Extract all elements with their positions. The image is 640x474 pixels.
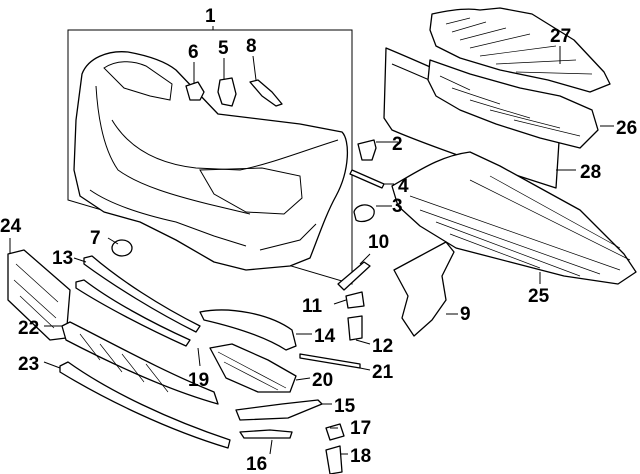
callout-27: 27 bbox=[550, 26, 571, 47]
part-14-trim bbox=[199, 309, 297, 351]
callout-16: 16 bbox=[246, 454, 267, 474]
part-28-absorber bbox=[383, 47, 561, 189]
part-27-upper-support bbox=[429, 7, 611, 93]
callout-9: 9 bbox=[460, 304, 471, 325]
part-26-lower-support bbox=[427, 59, 599, 149]
callout-21: 21 bbox=[372, 362, 394, 383]
leader-lines bbox=[9, 26, 614, 455]
callout-14: 14 bbox=[314, 326, 336, 347]
part-6-clip bbox=[185, 81, 205, 101]
callout-2: 2 bbox=[392, 134, 403, 155]
part-17-nut bbox=[325, 423, 345, 441]
part-16-strip bbox=[239, 429, 293, 439]
part-15-trim bbox=[235, 399, 323, 421]
callout-28: 28 bbox=[580, 162, 601, 183]
part-11-nut bbox=[345, 291, 365, 309]
callout-17: 17 bbox=[350, 418, 371, 439]
callout-22: 22 bbox=[18, 318, 39, 339]
part-3-nut bbox=[353, 204, 375, 223]
part-8-trim bbox=[249, 79, 283, 107]
part-2-screw bbox=[357, 139, 377, 161]
callout-24: 24 bbox=[0, 216, 22, 237]
bumper-cover bbox=[73, 51, 349, 271]
part-20-fog-housing bbox=[209, 343, 297, 393]
bumper-cover-group bbox=[67, 29, 353, 285]
part-7-sensor bbox=[111, 239, 133, 257]
part-23-spoiler bbox=[59, 361, 231, 449]
callout-7: 7 bbox=[90, 228, 101, 249]
part-4-rod bbox=[349, 169, 385, 189]
callout-13: 13 bbox=[52, 248, 73, 269]
part-13-trim bbox=[83, 255, 201, 333]
part-21-strip bbox=[299, 353, 361, 369]
callout-3: 3 bbox=[392, 196, 403, 217]
callout-10: 10 bbox=[368, 232, 389, 253]
callout-23: 23 bbox=[18, 354, 39, 375]
callout-18: 18 bbox=[350, 446, 371, 467]
callout-19: 19 bbox=[188, 370, 209, 391]
callout-25: 25 bbox=[528, 286, 550, 307]
part-12-bolt bbox=[347, 315, 363, 341]
part-5-bracket bbox=[217, 77, 237, 107]
part-22-grille bbox=[61, 321, 219, 405]
part-18-bolt bbox=[325, 445, 343, 474]
part-25-undertray bbox=[391, 151, 637, 285]
callout-11: 11 bbox=[302, 296, 323, 317]
part-10-strip bbox=[337, 261, 371, 291]
fasteners bbox=[325, 139, 385, 474]
callout-15: 15 bbox=[334, 396, 356, 417]
callout-12: 12 bbox=[372, 336, 393, 357]
callout-5: 5 bbox=[218, 38, 229, 59]
callout-20: 20 bbox=[312, 370, 333, 391]
callout-1: 1 bbox=[205, 6, 216, 27]
callout-6: 6 bbox=[188, 42, 199, 63]
callout-4: 4 bbox=[398, 176, 409, 197]
group-frame bbox=[67, 29, 353, 285]
callout-labels: 1 2 3 4 5 6 7 8 9 10 11 12 13 14 15 16 1… bbox=[0, 6, 637, 474]
part-9-bracket bbox=[393, 241, 455, 337]
callout-26: 26 bbox=[616, 118, 637, 139]
callout-8: 8 bbox=[246, 36, 257, 57]
part-19-strip bbox=[75, 279, 191, 347]
